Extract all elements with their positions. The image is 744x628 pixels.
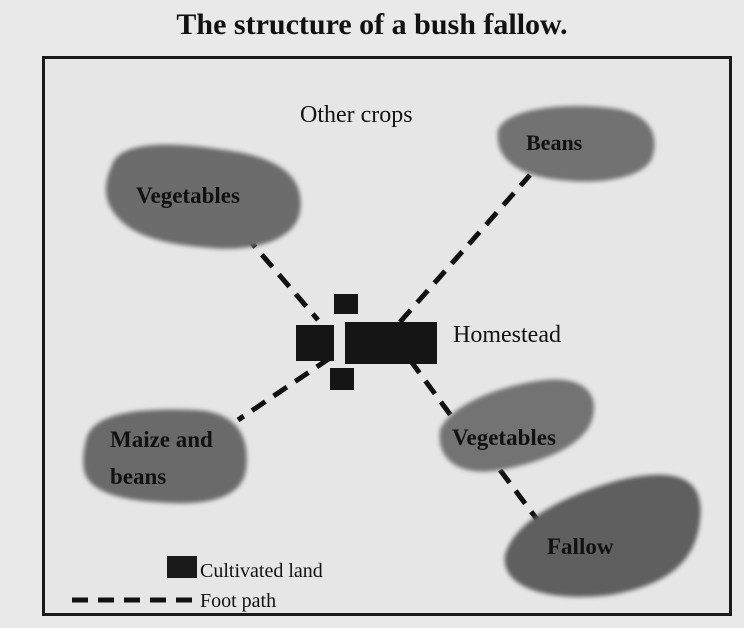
hut-bottom	[330, 368, 354, 390]
footpath-vegetables	[243, 233, 320, 322]
hut-left	[296, 325, 334, 361]
label-homestead: Homestead	[453, 322, 561, 348]
label-beans: Beans	[526, 130, 583, 155]
label-vegetables-top: Vegetables	[136, 183, 240, 208]
legend-cultivated-swatch	[167, 556, 197, 578]
legend-footpath-label: Foot path	[200, 590, 276, 612]
patch-fallow	[504, 474, 701, 597]
label-other-crops: Other crops	[300, 102, 413, 128]
patch-beans	[497, 106, 655, 182]
patch-vegetables-top	[105, 144, 301, 249]
label-fallow: Fallow	[547, 534, 614, 559]
hut-main	[345, 322, 437, 364]
footpath-beans	[398, 173, 532, 324]
hut-top	[334, 294, 358, 314]
footpath-maize	[236, 355, 332, 423]
label-vegetables-right: Vegetables	[452, 425, 556, 450]
patch-maize	[83, 409, 247, 504]
diagram-title: The structure of a bush fallow.	[176, 8, 568, 41]
patch-vegetables-right	[439, 379, 595, 472]
legend-cultivated-label: Cultivated land	[200, 560, 323, 582]
label-maize-line2: beans	[110, 464, 166, 489]
footpath-vegetables-right	[407, 358, 483, 457]
label-maize-line1: Maize and	[110, 427, 213, 452]
